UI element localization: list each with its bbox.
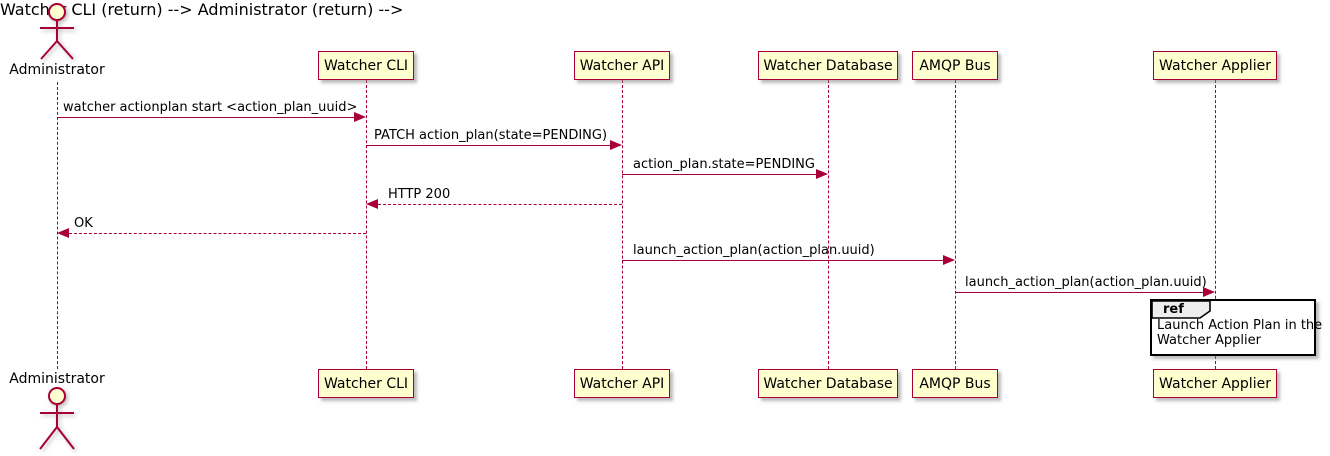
message-label-ok: OK: [74, 216, 93, 231]
participant-watcher-api-bottom: Watcher API: [574, 369, 670, 398]
actor-label-top: Administrator: [9, 62, 105, 78]
message-label-state-pending: action_plan.state=PENDING: [633, 157, 815, 172]
participant-watcher-applier-bottom: Watcher Applier: [1153, 369, 1277, 398]
arrowhead-left-icon: [366, 199, 378, 209]
participant-watcher-database-top: Watcher Database: [758, 51, 898, 80]
message-arrow-line: [57, 117, 357, 118]
message-return-line: [69, 233, 366, 234]
arrowhead-right-icon: [610, 140, 622, 150]
message-label-launch-action-plan-amqp: launch_action_plan(action_plan.uuid): [965, 275, 1207, 290]
ref-fragment: ref Launch Action Plan in the Watcher Ap…: [1150, 299, 1322, 356]
participant-amqp-bus-bottom: AMQP Bus: [912, 369, 998, 398]
actor-icon: [39, 387, 75, 450]
message-label-patch-action-plan: PATCH action_plan(state=PENDING): [374, 128, 608, 143]
lifeline-watcher-database: [828, 80, 829, 369]
message-label-http-200: HTTP 200: [388, 187, 451, 202]
participant-watcher-applier-top: Watcher Applier: [1153, 51, 1277, 80]
message-label-launch-action-plan-api: launch_action_plan(action_plan.uuid): [633, 243, 875, 258]
arrowhead-right-icon: [354, 112, 366, 122]
actor-label-bottom: Administrator: [9, 371, 105, 387]
arrowhead-left-icon: [57, 228, 69, 238]
message-label-actionplan-start: watcher actionplan start <action_plan_uu…: [63, 100, 358, 115]
message-arrow-line: [622, 174, 818, 175]
participant-amqp-bus-top: AMQP Bus: [912, 51, 998, 80]
message-arrow-line: [622, 260, 945, 261]
ref-text-line: Launch Action Plan in the: [1157, 318, 1323, 333]
message-return-line: [378, 204, 622, 205]
lifeline-watcher-applier: [1215, 80, 1216, 369]
lifeline-watcher-api: [622, 80, 623, 369]
participant-watcher-cli-top: Watcher CLI: [318, 51, 414, 80]
ref-header-pentagon: [1151, 300, 1211, 319]
actor-icon: [40, 3, 74, 60]
lifeline-administrator: [57, 82, 58, 369]
arrowhead-right-icon: [816, 169, 828, 179]
message-arrow-line: [955, 292, 1205, 293]
message-arrow-line: [366, 145, 612, 146]
participant-watcher-database-bottom: Watcher Database: [758, 369, 898, 398]
arrowhead-right-icon: [1203, 287, 1215, 297]
participant-watcher-cli-bottom: Watcher CLI: [318, 369, 414, 398]
ref-text-line: Watcher Applier: [1157, 333, 1261, 348]
arrowhead-right-icon: [943, 255, 955, 265]
ref-keyword: ref: [1163, 302, 1184, 317]
lifeline-amqp-bus: [955, 80, 956, 369]
lifeline-watcher-cli: [366, 80, 367, 369]
participant-watcher-api-top: Watcher API: [574, 51, 670, 80]
